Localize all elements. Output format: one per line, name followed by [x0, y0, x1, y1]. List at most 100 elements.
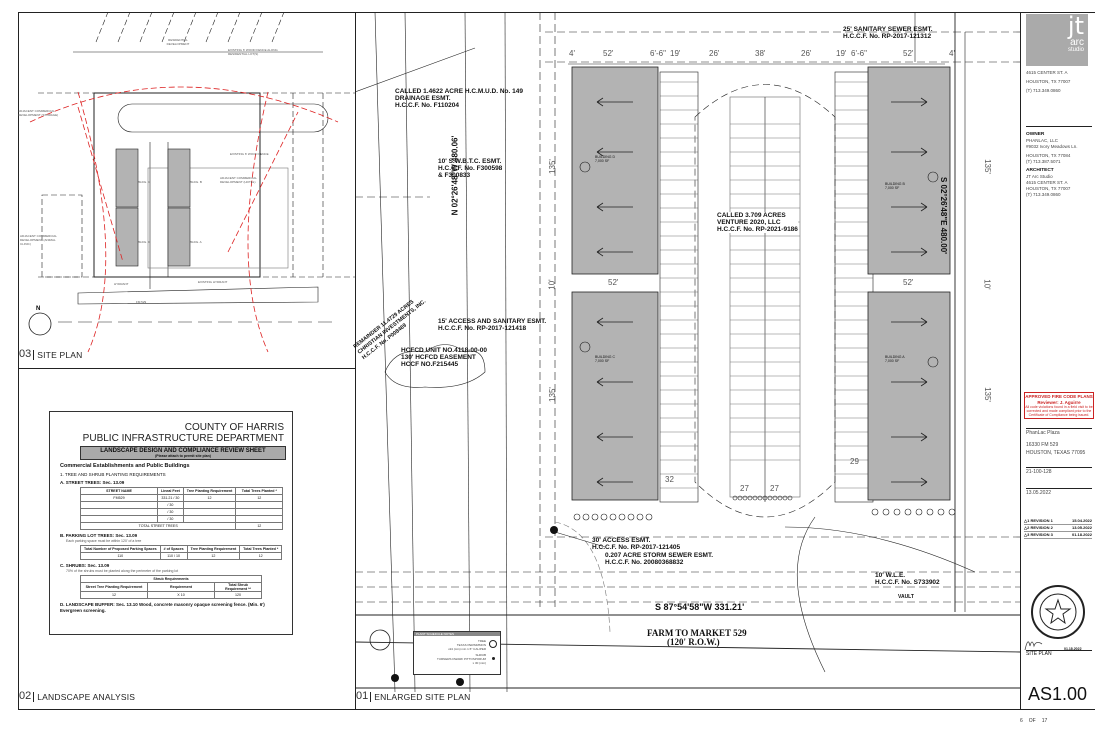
parking-trees-note: Each parking space must be within 120' o…: [66, 539, 142, 543]
title-block-divider: [1020, 12, 1021, 710]
label-adjacent-hotel: ADJACENT COMMERCIAL DEVELOPMENT (HOTEL): [220, 176, 257, 184]
label-adjacent-clinic: ADJACENT COMMERCIAL DEVELOPMENT (ANIMAL …: [20, 234, 57, 246]
parking-count: 29: [850, 457, 859, 466]
divider: [1026, 126, 1092, 127]
buffer-heading: D. LANDSCAPE BUFFER: Sec. 13.10 Wood, co…: [60, 602, 265, 607]
direction-arrow-icon: [596, 377, 633, 387]
shrub-icon: [948, 508, 956, 516]
direction-arrow-icon: [891, 97, 928, 107]
dim-label: 52': [603, 49, 614, 58]
panel-number: 01: [356, 690, 369, 702]
label-adjacent-storage: ADJACENT COMMERCIAL DEVELOPMENT (STORAGE…: [18, 109, 59, 117]
note-access-30: 30' ACCESS ESMT.H.C.C.F. No. RP-2017-121…: [592, 537, 681, 551]
note-access-sanitary: 15' ACCESS AND SANITARY ESMT.H.C.C.F. No…: [438, 318, 547, 332]
shrub-icon: [752, 495, 758, 501]
direction-arrow-icon: [596, 97, 633, 107]
dim-label: 135': [982, 159, 992, 174]
label-bldg-a: BLDG. A: [190, 240, 202, 244]
north-arrow-icon: [369, 629, 391, 651]
note-swbtc: 10' S.W.B.T.C. ESMT.H.C.C.F. No. F300598…: [438, 158, 503, 179]
sheet-title: SITE PLAN: [1026, 650, 1092, 657]
shrub-icon: [926, 508, 934, 516]
signature-icon: [1024, 641, 1043, 651]
direction-arrow-icon: [891, 317, 928, 327]
direction-arrow-icon: [891, 247, 928, 257]
shrub-icon: [893, 508, 901, 516]
panel-label: LANDSCAPE ANALYSIS: [33, 692, 135, 702]
note-wle: 10' W.L.E.H.C.C.F. No. S733902: [875, 572, 940, 586]
shrub-icon: [915, 508, 923, 516]
label-residential: RESIDENTIAL DEVELOPMENT: [166, 38, 190, 46]
county-heading: COUNTY OF HARRIS: [184, 422, 284, 433]
shrub-icon: [737, 495, 743, 501]
tree-symbol-icon: [489, 640, 497, 648]
building-d: [571, 66, 659, 275]
project-info: PhanLac Plaza 16330 FM 529 HOUSTON, TEXA…: [1026, 428, 1092, 497]
bearing-east: S 02°26'48"E 480.00': [939, 176, 949, 255]
approval-reviewer: Reviewer: J. Aguirre: [1037, 399, 1081, 405]
dim-label: 52': [608, 278, 619, 287]
department-heading: PUBLIC INFRASTRUCTURE DEPARTMENT: [82, 433, 284, 444]
dim-label: 135': [547, 159, 557, 174]
shrub-icon: [591, 513, 599, 521]
label-bldg-b: BLDG. B: [190, 180, 202, 184]
dim-label: 4': [949, 49, 955, 58]
dim-label: 6'-6": [851, 49, 867, 58]
shrub-symbol-icon: [492, 657, 495, 660]
dim-label: 10': [982, 279, 992, 290]
shrub-icon: [787, 495, 793, 501]
section-1: 1. TREE AND SHRUB PLANTING REQUIREMENTS: [60, 472, 166, 477]
shrub-icon: [573, 513, 581, 521]
street-trees-heading: A. STREET TREES: Sec. 13.09: [60, 480, 125, 485]
label-wood-fence-top: EXISTING 6' WOOD FENCE ALONG RESIDENTIAL…: [228, 48, 278, 56]
label-existing-hydrant: EXISTING HYDRANT: [198, 280, 228, 284]
shrubs-note: 70% of the shrubs must be planted along …: [66, 569, 179, 573]
note-sanitary-sewer: 25' SANITARY SEWER ESMT.H.C.C.F. No. RP-…: [843, 26, 933, 40]
vault-label: VAULT: [898, 594, 914, 600]
shrub-icon: [772, 495, 778, 501]
direction-arrow-icon: [596, 317, 633, 327]
project-name: PhanLac Plaza: [1026, 428, 1092, 437]
page-current: 6: [1020, 718, 1023, 724]
panel-divider: [355, 12, 356, 710]
shrub-icon: [600, 513, 608, 521]
dim-label: 135': [982, 387, 992, 402]
shrub-icon: [882, 508, 890, 516]
parking-count: 27: [740, 484, 749, 493]
shrub-icon: [645, 513, 653, 521]
panel-label: ENLARGED SITE PLAN: [370, 692, 470, 702]
sheet-subtitle: (Please attach to permit site plan): [155, 454, 211, 458]
direction-arrow-icon: [891, 432, 928, 442]
direction-arrow-icon: [891, 147, 928, 157]
parking-trees-table: Total Number of Proposed Parking Spaces#…: [80, 545, 283, 560]
table-row: / 30: [80, 515, 284, 523]
label-bldg-d: BLDG. D: [138, 240, 151, 244]
shrub-icon: [609, 513, 617, 521]
direction-arrow-icon: [891, 477, 928, 487]
label-bldg-c: BLDG. C: [138, 180, 151, 184]
shrub-icon: [767, 495, 773, 501]
sheet-number: AS1.00: [1028, 684, 1088, 704]
table-row: / 30: [80, 501, 284, 509]
building-c: [571, 291, 659, 501]
dim-label: 26': [801, 49, 812, 58]
direction-arrow-icon: [891, 202, 928, 212]
site-plan-labels: RESIDENTIAL DEVELOPMENT EXISTING 6' WOOD…: [18, 12, 355, 368]
dim-label: 10': [547, 279, 557, 290]
direction-arrow-icon: [596, 432, 633, 442]
direction-arrow-icon: [596, 477, 633, 487]
dim-label: 26': [709, 49, 720, 58]
panel-divider: [18, 368, 355, 369]
